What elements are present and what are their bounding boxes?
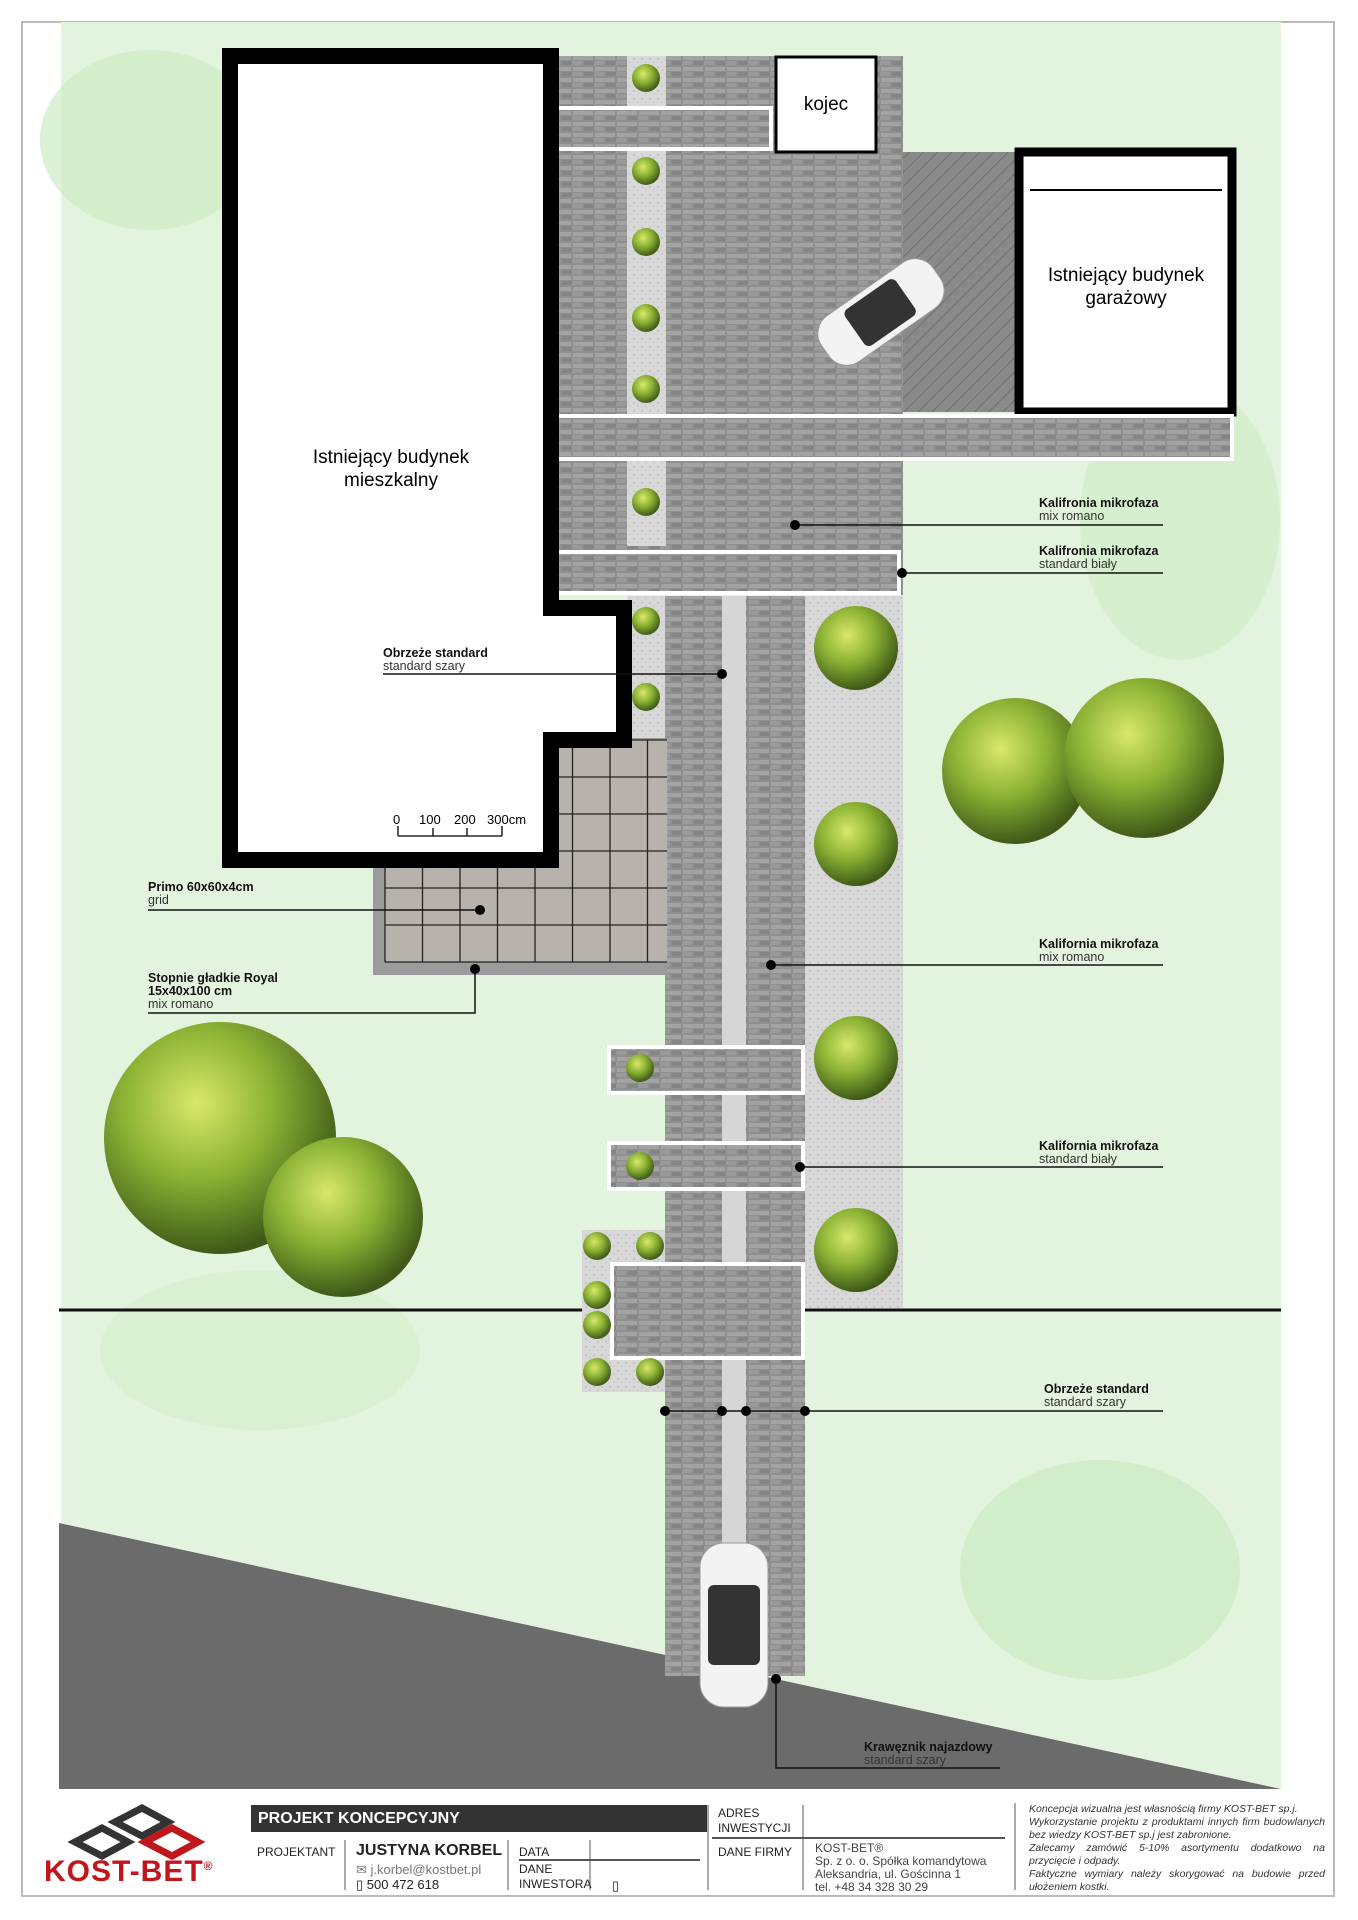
shrub: [632, 488, 660, 516]
trees: [104, 606, 1224, 1297]
stone-bar: [551, 414, 1234, 461]
step-stone: [610, 1262, 805, 1360]
shrub: [583, 1311, 611, 1339]
designer-label: PROJEKTANT: [257, 1845, 336, 1859]
car-icon: [817, 258, 945, 366]
disclaimer-notes: Koncepcja wizualna jest własnością firmy…: [1029, 1803, 1325, 1893]
shrub: [632, 375, 660, 403]
light-paving-strip: [805, 596, 903, 1308]
shrub: [632, 683, 660, 711]
tree: [814, 1208, 898, 1292]
tree: [942, 698, 1088, 844]
phone-icon: ▯: [612, 1878, 620, 1893]
shrub: [632, 304, 660, 332]
shrub: [636, 1232, 664, 1260]
shrub: [632, 64, 660, 92]
stone-bar: [551, 550, 901, 595]
tree: [814, 606, 898, 690]
stone-bar: [551, 106, 773, 151]
shrub: [636, 1358, 664, 1386]
title-block-lines: [251, 1803, 1016, 1890]
shrub: [632, 607, 660, 635]
shrub: [632, 157, 660, 185]
kost-bet-logo: [67, 1804, 206, 1860]
driveway-center-strip: [722, 596, 746, 1676]
project-type: PROJEKT KONCEPCYJNY: [258, 1810, 460, 1827]
tree: [1064, 678, 1224, 838]
tree: [814, 802, 898, 886]
shrub: [626, 1152, 654, 1180]
kennel: [774, 55, 878, 154]
shrub: [583, 1358, 611, 1386]
kennel-label: kojec: [803, 94, 849, 115]
shrub: [632, 228, 660, 256]
shrub: [626, 1054, 654, 1082]
brand-name: KOST-BET®: [44, 1855, 214, 1888]
scale-tick: 0: [393, 812, 401, 827]
designer-email: ✉ j.korbel@kostbet.pl: [356, 1862, 482, 1877]
designer-name: JUSTYNA KORBEL: [356, 1842, 503, 1859]
designer-phone: ▯ 500 472 618: [356, 1877, 440, 1892]
scale-bar: [397, 826, 503, 837]
date-label: DATA: [519, 1845, 550, 1859]
tree: [814, 1016, 898, 1100]
scale-tick: 300cm: [487, 812, 527, 827]
house-building: [222, 48, 632, 868]
company-label: DANE FIRMY: [718, 1845, 793, 1859]
leader-dots: [470, 520, 907, 1684]
tree: [263, 1137, 423, 1297]
scale-tick: 100: [419, 812, 441, 827]
shrub: [583, 1281, 611, 1309]
scale-tick: 200: [454, 812, 476, 827]
car-icon: [699, 1542, 769, 1708]
garage-building: [1014, 147, 1237, 417]
shrubs: [583, 64, 664, 1386]
shrub: [583, 1232, 611, 1260]
